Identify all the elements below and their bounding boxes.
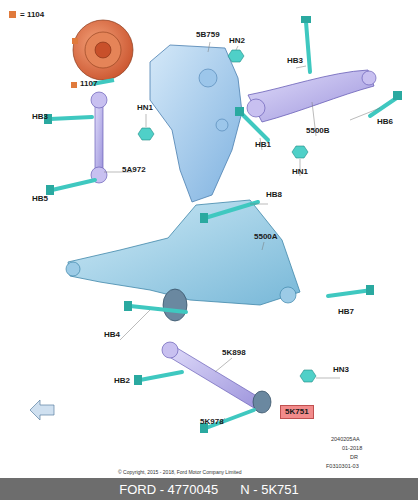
part-number-box: 5K751 — [280, 405, 314, 419]
callout-number: 5K898 — [222, 349, 246, 357]
callout-number: 5500A — [254, 233, 278, 241]
leader-lines — [104, 42, 380, 424]
callout-number: HB3 — [32, 113, 48, 121]
callout-number: 1107 — [80, 80, 97, 88]
callout-number: HB4 — [104, 331, 120, 339]
callout-number: 5500B — [306, 127, 330, 135]
callout-number: HN1 — [292, 168, 308, 176]
bolts — [50, 22, 398, 428]
nuts — [138, 50, 316, 382]
direction-arrow — [30, 400, 54, 420]
footer-band: FORD - 4770045 N - 5K751 — [0, 478, 418, 500]
callout-number: HB2 — [114, 377, 130, 385]
drawing-code: F0310301-03 — [326, 464, 359, 470]
upper-arm — [248, 70, 374, 122]
drawing-code: 2040205AA — [331, 437, 360, 443]
footer-text: N - 5K751 — [240, 483, 299, 496]
callout-number: HB6 — [377, 118, 393, 126]
legend-swatch — [9, 11, 16, 18]
callout-number: 5A972 — [122, 166, 146, 174]
footer-text: FORD - 4770045 — [119, 483, 218, 496]
callout-number: HN1 — [137, 104, 153, 112]
toe-link — [162, 342, 271, 413]
callout-number: HB7 — [338, 308, 354, 316]
callout-number: HN2 — [229, 37, 245, 45]
callout-number: HB5 — [32, 195, 48, 203]
lower-arm — [68, 200, 300, 305]
callout-number: HB3 — [287, 57, 303, 65]
callout-number: HN3 — [333, 366, 349, 374]
legend-text: = 1104 — [20, 11, 44, 19]
drawing-code: DR — [350, 455, 358, 461]
callout-number: HB8 — [266, 191, 282, 199]
knuckle — [150, 45, 242, 202]
callout-number: 5B759 — [196, 31, 220, 39]
copyright-note: © Copyright, 2015 - 2018, Ford Motor Com… — [118, 470, 241, 475]
callout-number: HB1 — [255, 141, 271, 149]
callout-number: 5K978 — [200, 418, 224, 426]
wheel-hub — [71, 20, 133, 88]
stabilizer-link — [91, 92, 107, 183]
bolt-heads — [44, 16, 402, 433]
part-number: 5K751 — [285, 408, 309, 416]
drawing-code: 01-2018 — [342, 446, 362, 452]
